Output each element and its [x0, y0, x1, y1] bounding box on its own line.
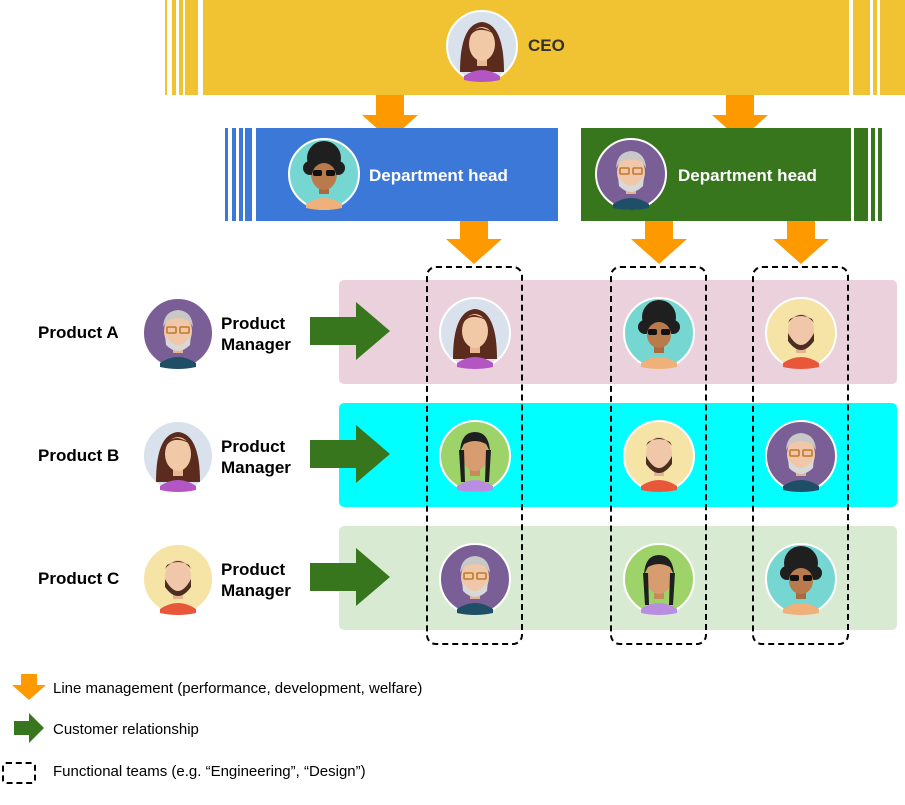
- functional-team-box: [610, 266, 707, 645]
- department-title: Department head: [369, 166, 508, 185]
- ceo-title: CEO: [528, 36, 565, 55]
- pm-line-2: Manager: [221, 581, 291, 600]
- functional-team-box: [426, 266, 523, 645]
- customer-relationship-arrow: [310, 548, 390, 606]
- team-member-avatar: [439, 543, 511, 615]
- team-member-avatar: [765, 297, 837, 369]
- dept-stripe: [228, 128, 232, 221]
- ceo-stripe: [849, 0, 853, 95]
- ceo-stripe: [167, 0, 172, 95]
- team-member-avatar: [439, 297, 511, 369]
- dept-stripe: [868, 128, 871, 221]
- department-box-blue: [225, 128, 558, 221]
- dept-stripe: [875, 128, 878, 221]
- line-management-arrow: [773, 221, 829, 264]
- product-label: Product B: [38, 446, 120, 465]
- pm-line-1: Product: [221, 437, 286, 456]
- legend-customer-relationship-label: Customer relationship: [53, 721, 199, 738]
- line-management-arrow: [712, 95, 768, 140]
- dept-stripe: [882, 128, 886, 221]
- team-member-avatar: [623, 297, 695, 369]
- dept-stripe: [252, 128, 256, 221]
- team-member-avatar: [623, 543, 695, 615]
- ceo-stripe: [176, 0, 179, 95]
- legend-line-management-label: Line management (performance, developmen…: [53, 680, 423, 697]
- ceo-stripe: [884, 0, 905, 95]
- legend-line-management-icon: [12, 674, 46, 700]
- product-label: Product A: [38, 323, 119, 342]
- ceo-avatar: [446, 10, 518, 82]
- customer-relationship-arrow: [310, 302, 390, 360]
- team-member-avatar: [439, 420, 511, 492]
- line-management-arrow: [362, 95, 418, 140]
- team-member-avatar: [765, 420, 837, 492]
- dept-stripe: [243, 128, 245, 221]
- dept-stripe: [236, 128, 239, 221]
- ceo-stripe: [877, 0, 880, 95]
- pm-line-2: Manager: [221, 335, 291, 354]
- product-manager-avatar: [142, 297, 214, 369]
- product-label: Product C: [38, 569, 120, 588]
- pm-line-1: Product: [221, 314, 286, 333]
- team-member-avatar: [765, 543, 837, 615]
- product-manager-avatar: [142, 420, 214, 492]
- team-member-avatar: [623, 420, 695, 492]
- dept-stripe: [851, 128, 854, 221]
- product-manager-avatar: [142, 543, 214, 615]
- legend-customer-relationship-icon: [14, 713, 44, 743]
- ceo-stripe: [183, 0, 185, 95]
- dept-head-avatar: [595, 138, 667, 210]
- line-management-arrow: [631, 221, 687, 264]
- ceo-stripe: [870, 0, 873, 95]
- pm-line-2: Manager: [221, 458, 291, 477]
- legend-functional-teams-icon: [2, 762, 36, 784]
- legend-functional-teams-label: Functional teams (e.g. “Engineering”, “D…: [53, 763, 366, 780]
- dept-head-avatar: [288, 138, 360, 210]
- ceo-stripe: [198, 0, 203, 95]
- functional-team-box: [752, 266, 849, 645]
- department-title: Department head: [678, 166, 817, 185]
- customer-relationship-arrow: [310, 425, 390, 483]
- pm-line-1: Product: [221, 560, 286, 579]
- line-management-arrow: [446, 221, 502, 264]
- ceo-box: [165, 0, 905, 95]
